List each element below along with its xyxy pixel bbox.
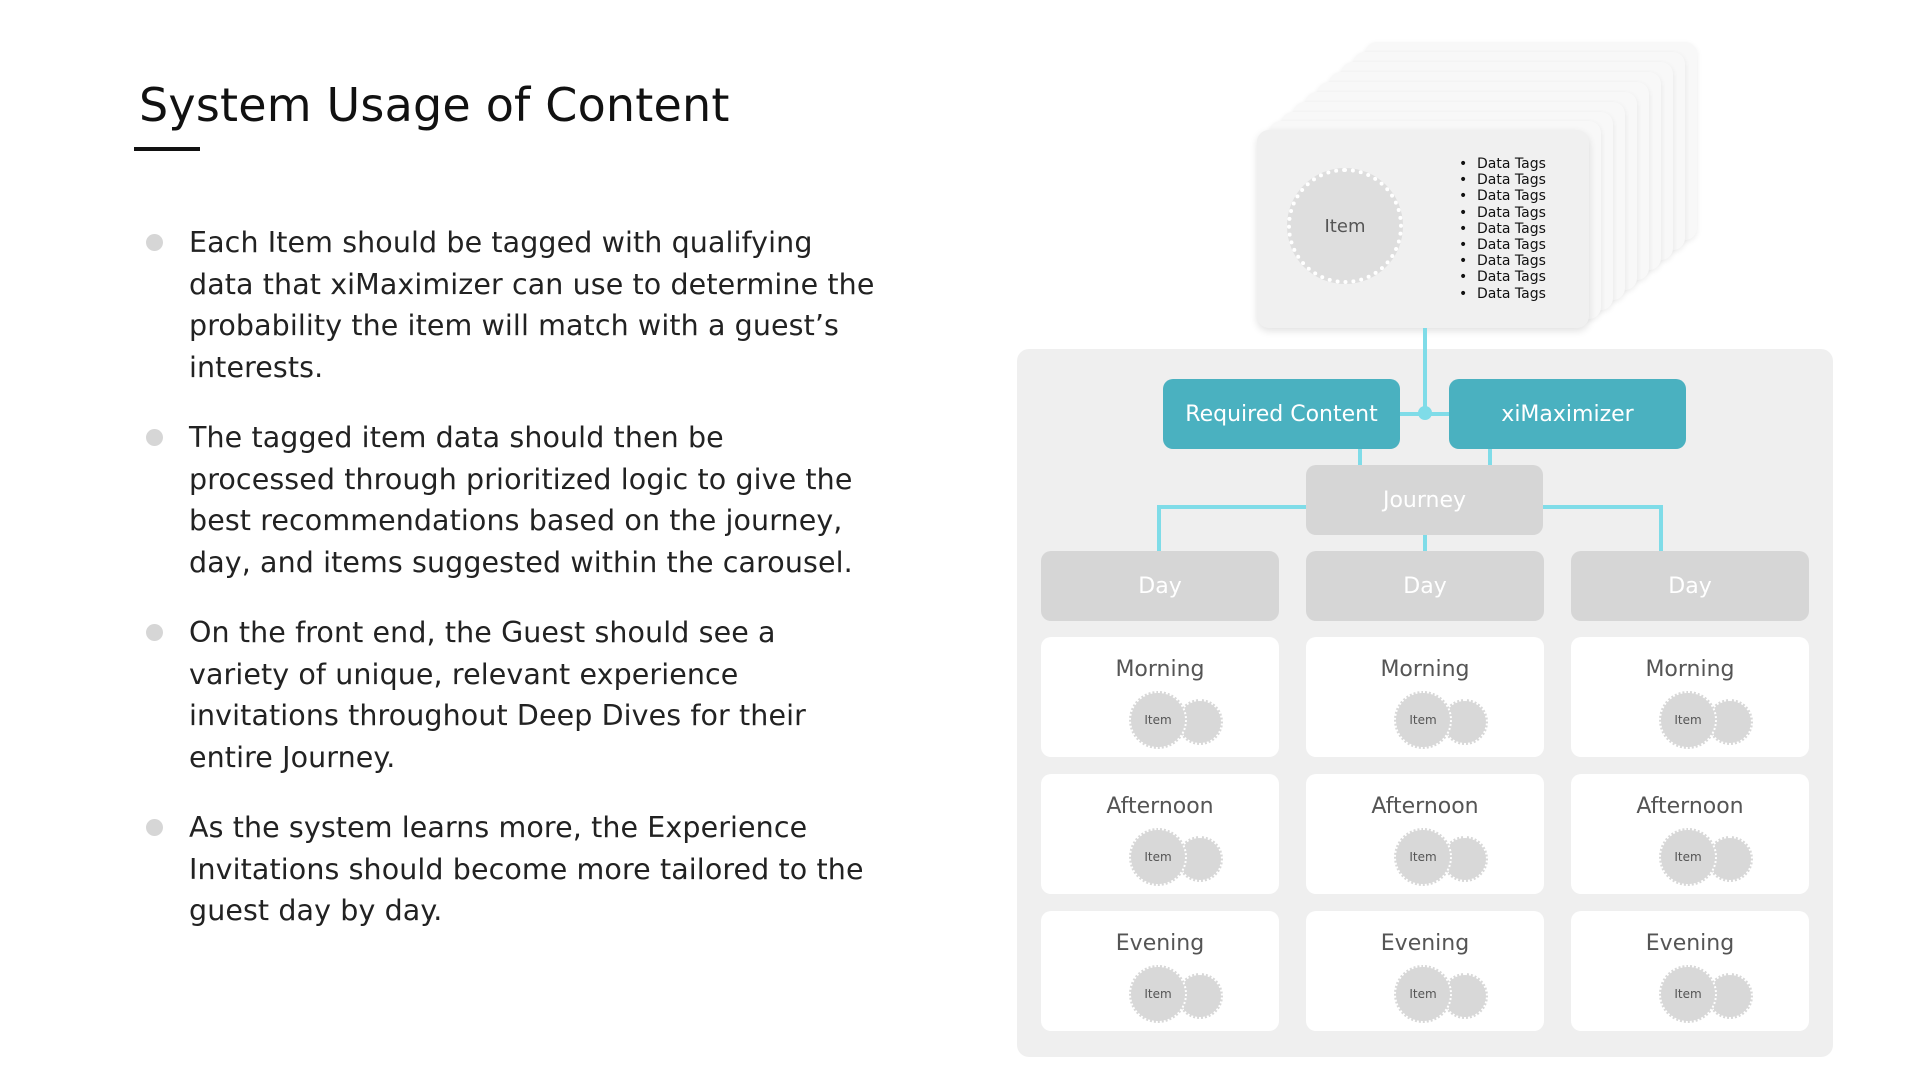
data-tag: Data Tags: [1457, 156, 1546, 172]
data-tag: Data Tags: [1457, 205, 1546, 221]
slot-label: Afternoon: [1106, 794, 1214, 819]
bullet-dot-icon: [146, 429, 163, 446]
bullet-dot-icon: [146, 234, 163, 251]
item-circle: Item: [1394, 965, 1452, 1023]
day-box: Day: [1306, 551, 1544, 621]
item-label: Item: [1409, 713, 1437, 727]
connector-line: [1659, 505, 1663, 551]
time-slot-evening: Evening Item: [1041, 911, 1279, 1031]
item-label: Item: [1674, 987, 1702, 1001]
bullet-item: On the front end, the Guest should see a…: [145, 612, 875, 778]
item-card: Item Data Tags Data Tags Data Tags Data …: [1257, 130, 1589, 328]
bullet-dot-icon: [146, 819, 163, 836]
slot-label: Evening: [1380, 931, 1470, 956]
data-tag: Data Tags: [1457, 221, 1546, 237]
data-tag: Data Tags: [1457, 269, 1546, 285]
journey-box: Journey: [1306, 465, 1543, 535]
time-slot-evening: Evening Item: [1571, 911, 1809, 1031]
item-circle: Item: [1659, 965, 1717, 1023]
time-slot-evening: Evening Item: [1306, 911, 1544, 1031]
item-label: Item: [1144, 850, 1172, 864]
item-label: Item: [1674, 850, 1702, 864]
slot-label: Morning: [1380, 657, 1470, 682]
item-label: Item: [1144, 713, 1172, 727]
time-slot-afternoon: Afternoon Item: [1571, 774, 1809, 894]
slot-label: Evening: [1645, 931, 1735, 956]
slot-label: Evening: [1115, 931, 1205, 956]
item-label: Item: [1409, 987, 1437, 1001]
bullet-list: Each Item should be tagged with qualifyi…: [145, 222, 875, 961]
data-tag: Data Tags: [1457, 286, 1546, 302]
time-slot-afternoon: Afternoon Item: [1041, 774, 1279, 894]
day-box: Day: [1041, 551, 1279, 621]
item-circle: Item: [1129, 965, 1187, 1023]
time-slot-morning: Morning Item: [1041, 637, 1279, 757]
data-tag: Data Tags: [1457, 172, 1546, 188]
connector-line: [1423, 530, 1427, 552]
item-circle: Item: [1659, 691, 1717, 749]
item-label: Item: [1324, 215, 1366, 237]
bullet-text: Each Item should be tagged with qualifyi…: [189, 226, 875, 384]
item-circle: Item: [1394, 828, 1452, 886]
slot-label: Morning: [1115, 657, 1205, 682]
bullet-dot-icon: [146, 624, 163, 641]
slot-label: Afternoon: [1636, 794, 1744, 819]
bullet-text: The tagged item data should then be proc…: [189, 421, 853, 579]
item-label: Item: [1144, 987, 1172, 1001]
bullet-text: On the front end, the Guest should see a…: [189, 616, 806, 774]
time-slot-afternoon: Afternoon Item: [1306, 774, 1544, 894]
bullet-text: As the system learns more, the Experienc…: [189, 811, 864, 927]
connector-line: [1488, 448, 1492, 466]
time-slot-morning: Morning Item: [1571, 637, 1809, 757]
time-slot-morning: Morning Item: [1306, 637, 1544, 757]
connector-line: [1358, 448, 1362, 466]
required-content-box: Required Content: [1163, 379, 1400, 449]
bullet-item: Each Item should be tagged with qualifyi…: [145, 222, 875, 388]
slot-label: Afternoon: [1371, 794, 1479, 819]
connector-node: [1418, 406, 1432, 420]
bullet-item: The tagged item data should then be proc…: [145, 417, 875, 583]
item-circle: Item: [1659, 828, 1717, 886]
data-tag: Data Tags: [1457, 188, 1546, 204]
day-box: Day: [1571, 551, 1809, 621]
item-circle: Item: [1129, 691, 1187, 749]
item-label: Item: [1409, 850, 1437, 864]
connector-line: [1423, 328, 1427, 414]
item-circle: Item: [1129, 828, 1187, 886]
connector-line: [1157, 505, 1161, 551]
slide-title: System Usage of Content: [139, 78, 730, 132]
data-tag: Data Tags: [1457, 237, 1546, 253]
data-tag: Data Tags: [1457, 253, 1546, 269]
item-circle: Item: [1394, 691, 1452, 749]
bullet-item: As the system learns more, the Experienc…: [145, 807, 875, 932]
item-label: Item: [1674, 713, 1702, 727]
item-circle: Item: [1287, 168, 1403, 284]
slot-label: Morning: [1645, 657, 1735, 682]
ximaximizer-box: xiMaximizer: [1449, 379, 1686, 449]
data-tags-list: Data Tags Data Tags Data Tags Data Tags …: [1457, 156, 1546, 302]
title-underline: [134, 147, 200, 151]
